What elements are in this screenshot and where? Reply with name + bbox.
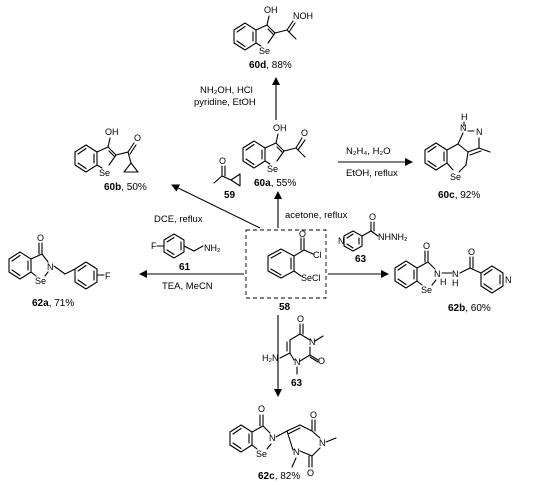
- atom-se: Se: [421, 285, 432, 295]
- atom-se: Se: [267, 164, 278, 174]
- compound-60d-label: 60d: [249, 60, 266, 71]
- compound-58: O Cl SeCl 58: [245, 229, 327, 313]
- reagent-61-label: 61: [179, 262, 191, 273]
- condition-60d-line2: pyridine, EtOH: [194, 97, 256, 108]
- compound-60c: Se N N H 60c, 92%: [424, 112, 491, 201]
- compound-62b-label: 62b: [448, 303, 465, 314]
- reagent-59: O 59: [213, 156, 241, 201]
- atom-se: Se: [99, 168, 110, 178]
- atom-oh: OH: [273, 123, 287, 133]
- atom-n: N: [505, 275, 512, 285]
- compound-62a-caption: 62a, 71%: [32, 298, 74, 309]
- compound-62b-caption: 62b, 60%: [448, 303, 491, 314]
- atom-f: F: [105, 271, 111, 281]
- atom-se: Se: [450, 172, 461, 182]
- atom-o: O: [310, 410, 317, 420]
- compound-60b: Se OH O 60b, 50%: [74, 127, 147, 193]
- atom-se: Se: [35, 276, 46, 286]
- reagent-63-isoniazid: N O NHNH₂ 63: [338, 212, 408, 265]
- atom-o: O: [299, 229, 306, 239]
- atom-o: O: [258, 404, 265, 414]
- compound-58-box: [245, 229, 327, 299]
- condition-62a: TEA, MeCN: [162, 281, 213, 292]
- atom-n: N: [47, 262, 54, 272]
- condition-60a: acetone, reflux: [285, 210, 348, 221]
- compound-62c-label: 62c: [258, 471, 275, 482]
- atom-o: O: [468, 247, 475, 257]
- atom-h2n: H₂N: [262, 353, 279, 363]
- compound-60a-caption: 60a, 55%: [254, 178, 296, 189]
- atom-h: H: [440, 277, 447, 287]
- compound-60b-yield: , 50%: [121, 182, 147, 193]
- atom-o: O: [318, 356, 325, 366]
- atom-noh: NOH: [293, 11, 313, 21]
- compound-62a: O N Se F 62a, 71%: [8, 233, 111, 309]
- condition-60c-line2: EtOH, reflux: [346, 168, 398, 179]
- reagent-63b-label: 63: [291, 378, 303, 389]
- condition-60d-line1: NH₂OH, HCl: [200, 85, 253, 96]
- atom-n: N: [309, 337, 316, 347]
- atom-se: Se: [259, 46, 270, 56]
- atom-cl: Cl: [313, 250, 322, 260]
- atom-o: O: [219, 156, 226, 166]
- atom-o: O: [301, 128, 308, 138]
- atom-n: N: [319, 438, 326, 448]
- compound-62a-yield: , 71%: [49, 298, 75, 309]
- compound-60c-label: 60c: [438, 190, 455, 201]
- atom-f: F: [151, 241, 157, 251]
- compound-60d: Se OH NOH 60d, 88%: [233, 5, 313, 71]
- atom-oh: OH: [264, 5, 278, 15]
- compound-60a: Se OH O 60a, 55%: [242, 123, 308, 189]
- compound-60c-yield: , 92%: [455, 190, 481, 201]
- atom-n: N: [338, 236, 345, 246]
- compound-58-label: 58: [279, 302, 291, 313]
- arrow-58-to-62a: TEA, MeCN: [139, 270, 244, 292]
- atom-h: H: [461, 112, 468, 122]
- compound-62a-label: 62a: [32, 298, 49, 309]
- atom-o: O: [369, 212, 376, 222]
- atom-n: N: [452, 269, 459, 279]
- compound-62b: O N Se H N H O N 62b, 60%: [394, 241, 512, 314]
- arrow-58-to-60b: DCE, reflux: [154, 184, 261, 229]
- reagent-63-label: 63: [355, 254, 367, 265]
- arrow-60a-to-60c: N₂H₄, H₂O EtOH, reflux: [338, 146, 413, 179]
- compound-60a-label: 60a: [254, 178, 271, 189]
- atom-h: H: [452, 278, 459, 288]
- atom-o: O: [134, 133, 141, 143]
- atom-nh2: NH₂: [204, 243, 221, 253]
- atom-o: O: [307, 468, 314, 478]
- atom-n: N: [293, 447, 300, 457]
- atom-n: N: [460, 123, 467, 133]
- compound-60c-caption: 60c, 92%: [438, 190, 480, 201]
- reagent-59-label: 59: [224, 190, 236, 201]
- compound-62c: O N Se O N O N 62c, 82%: [229, 404, 337, 482]
- compound-62c-caption: 62c, 82%: [258, 471, 300, 482]
- compound-60b-caption: 60b, 50%: [104, 182, 147, 193]
- condition-60b: DCE, reflux: [154, 214, 203, 225]
- atom-secl: SeCl: [301, 273, 321, 283]
- atom-o: O: [423, 241, 430, 251]
- arrow-58-to-60a: acetone, reflux: [274, 191, 348, 228]
- compound-60d-yield: , 88%: [266, 60, 292, 71]
- atom-oh: OH: [105, 127, 119, 137]
- atom-o: O: [297, 314, 304, 324]
- atom-o: O: [37, 233, 44, 243]
- compound-60b-label: 60b: [104, 182, 121, 193]
- reagent-61: F NH₂ 61: [151, 233, 221, 273]
- atom-n: N: [269, 433, 276, 443]
- compound-62b-yield: , 60%: [465, 303, 491, 314]
- compound-60a-yield: , 55%: [271, 178, 297, 189]
- atom-se: Se: [256, 449, 267, 459]
- arrow-60a-to-60d: NH₂OH, HCl pyridine, EtOH: [194, 77, 280, 120]
- compound-60d-caption: 60d, 88%: [249, 60, 292, 71]
- reagent-63-aminouracil: O N O N H₂N 63: [262, 314, 325, 389]
- atom-n: N: [434, 269, 441, 279]
- condition-60c-line1: N₂H₄, H₂O: [346, 146, 391, 157]
- atom-n: N: [294, 357, 301, 367]
- atom-nhnh2: NHNH₂: [378, 232, 408, 242]
- atom-n: N: [476, 127, 483, 137]
- compound-62c-yield: , 82%: [275, 471, 301, 482]
